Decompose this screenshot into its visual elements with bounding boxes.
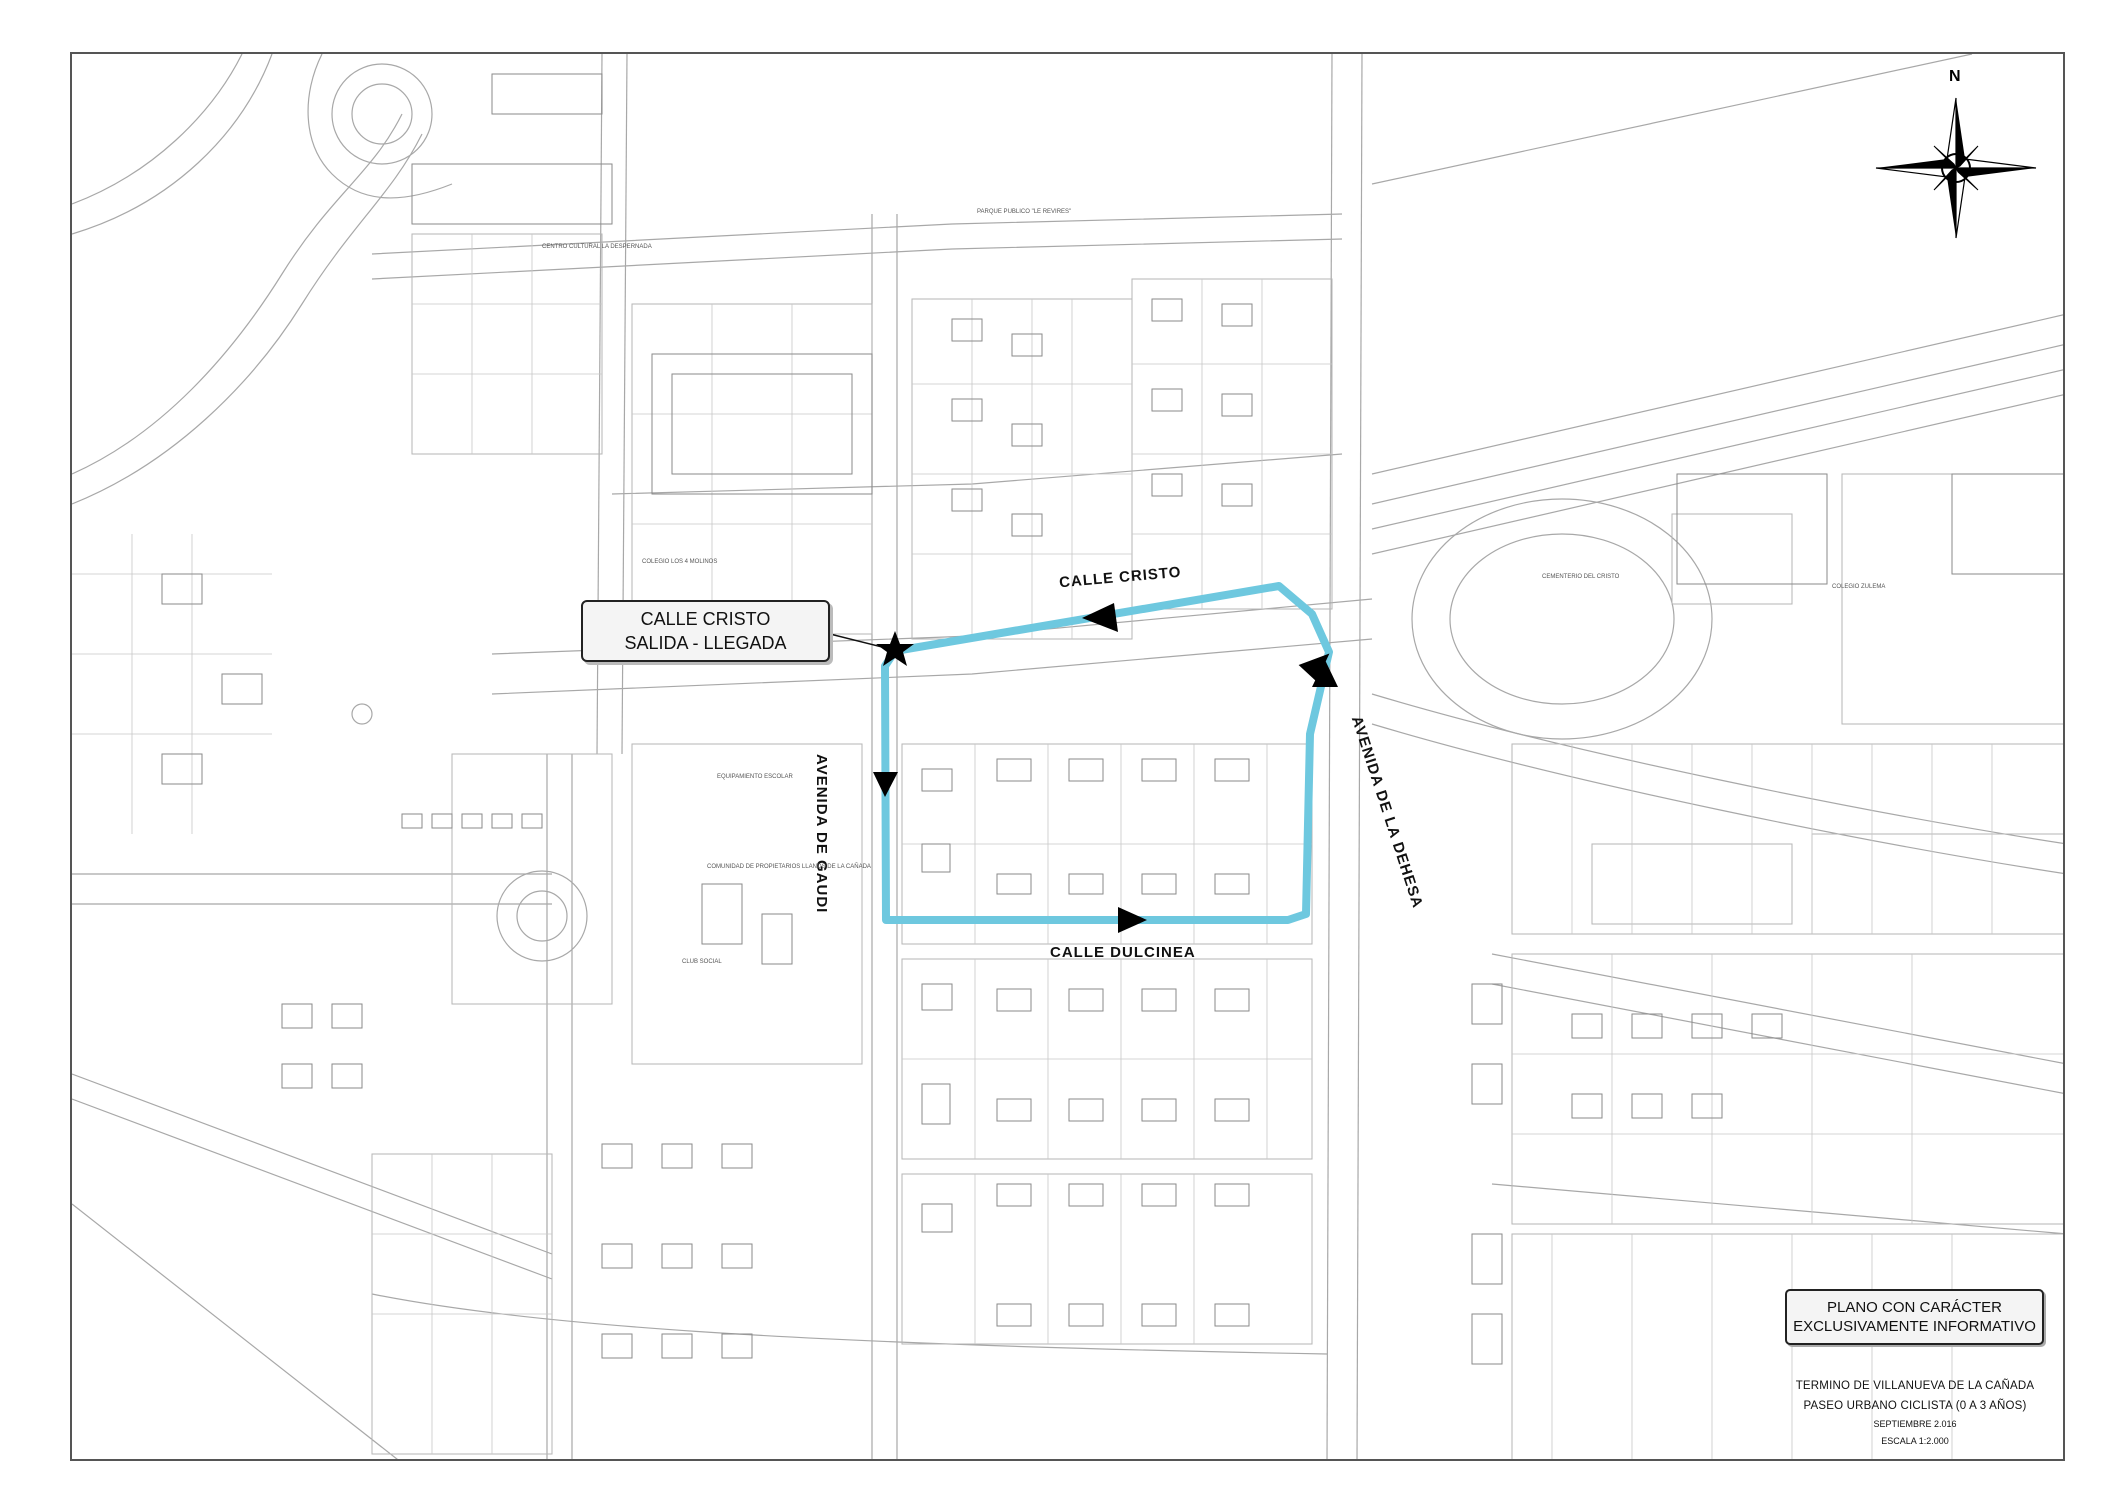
map-label-colegio-molinos: COLEGIO LOS 4 MOLINOS xyxy=(642,559,718,565)
cadastral-map xyxy=(72,54,2063,1459)
block-grid xyxy=(371,233,2063,1459)
background-linework xyxy=(72,54,2063,1459)
notice-line-2: EXCLUSIVAMENTE INFORMATIVO xyxy=(1793,1318,2036,1335)
title-date: SEPTIEMBRE 2.016 xyxy=(1873,1419,1957,1429)
map-label-club-social: CLUB SOCIAL xyxy=(682,959,722,965)
title-municipality: TERMINO DE VILLANUEVA DE LA CAÑADA xyxy=(1795,1380,2035,1392)
map-label-centro-cultural: CENTRO CULTURAL LA DESPERNADA xyxy=(542,244,652,250)
street-label-avenida-gaudi: AVENIDA DE GAUDI xyxy=(813,754,830,914)
north-label: N xyxy=(1949,68,1961,85)
start-finish-callout: CALLE CRISTO SALIDA - LLEGADA xyxy=(581,600,830,662)
map-label-parque: PARQUE PUBLICO "LE REVIRES" xyxy=(977,209,1072,215)
map-frame: CALLE CRISTO AVENIDA DE GAUDI CALLE DULC… xyxy=(70,52,2065,1461)
arrow-dehesa-upper-icon xyxy=(1298,653,1330,682)
arrow-dehesa-north-icon xyxy=(1312,660,1338,687)
arrow-dulcinea-east-icon xyxy=(1118,907,1147,933)
arrow-gaudi-south-icon xyxy=(873,772,898,797)
title-block: TERMINO DE VILLANUEVA DE LA CAÑADA PASEO… xyxy=(1780,1376,2050,1450)
start-star-icon xyxy=(876,631,914,666)
building-footprints xyxy=(161,73,2063,1365)
title-route: PASEO URBANO CICLISTA (0 A 3 AÑOS) xyxy=(1803,1400,2027,1412)
street-label-calle-dulcinea: CALLE DULCINEA xyxy=(1050,944,1196,961)
map-label-equipamiento: EQUIPAMIENTO ESCOLAR xyxy=(717,774,793,780)
callout-line-1: CALLE CRISTO xyxy=(640,609,771,629)
map-label-cementerio: CEMENTERIO DEL CRISTO xyxy=(1542,574,1620,580)
callout-line-2: SALIDA - LLEGADA xyxy=(624,633,787,653)
map-label-comunidad: COMUNIDAD DE PROPIETARIOS LLANOS DE LA C… xyxy=(707,864,871,870)
informative-notice: PLANO CON CARÁCTER EXCLUSIVAMENTE INFORM… xyxy=(1785,1289,2044,1345)
block-subdivisions xyxy=(72,234,2063,1459)
compass-rose-icon xyxy=(1875,97,2037,239)
cycling-route xyxy=(881,582,1333,924)
title-scale: ESCALA 1:2.000 xyxy=(1881,1436,1949,1446)
notice-line-1: PLANO CON CARÁCTER xyxy=(1826,1299,2003,1316)
map-label-colegio-zulema: COLEGIO ZULEMA xyxy=(1832,584,1886,590)
arrow-calle-cristo-icon xyxy=(1082,603,1118,632)
